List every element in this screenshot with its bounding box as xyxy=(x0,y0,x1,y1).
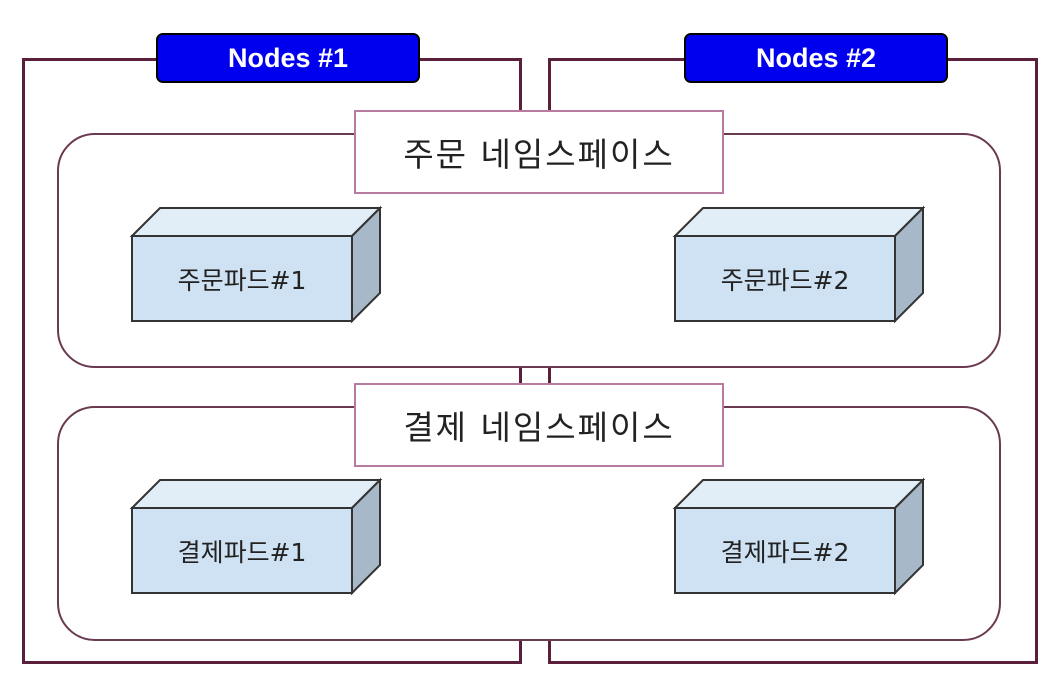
order-pod-1-label: 주문파드#1 xyxy=(177,265,307,295)
order-pod-2-label: 주문파드#2 xyxy=(720,265,850,295)
payment-pod-2-box-icon xyxy=(672,477,926,596)
payment-pod-1-box-icon xyxy=(129,477,383,596)
payment-pod-1: 결제파드#1 xyxy=(129,477,383,596)
node-1-label: Nodes #1 xyxy=(156,33,420,83)
order-pod-1-box-icon xyxy=(129,205,383,324)
payment-pod-1-label: 결제파드#1 xyxy=(177,537,307,567)
order-namespace-label: 주문 네임스페이스 xyxy=(354,110,724,194)
node-2-label: Nodes #2 xyxy=(684,33,948,83)
payment-namespace-label: 결제 네임스페이스 xyxy=(354,383,724,467)
order-pod-1: 주문파드#1 xyxy=(129,205,383,324)
order-pod-2-box-icon xyxy=(672,205,926,324)
payment-pod-2: 결제파드#2 xyxy=(672,477,926,596)
payment-pod-2-label: 결제파드#2 xyxy=(720,537,850,567)
order-pod-2: 주문파드#2 xyxy=(672,205,926,324)
